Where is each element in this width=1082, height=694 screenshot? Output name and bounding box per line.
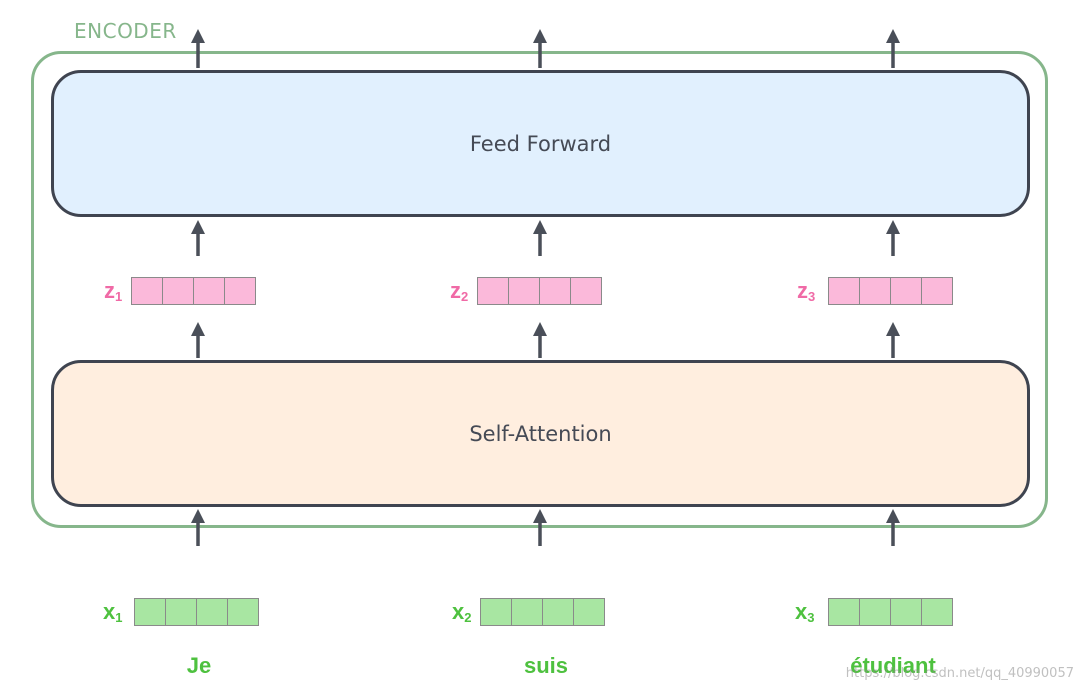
vector-cell [890, 598, 922, 626]
vector-cell [890, 277, 922, 305]
x2-vector [480, 598, 605, 626]
vector-cell [859, 277, 891, 305]
vector-cell [921, 598, 953, 626]
x3-label: x3 [795, 599, 815, 626]
vector-cell [193, 277, 225, 305]
vector-cell [542, 598, 574, 626]
vector-cell [162, 277, 194, 305]
vector-cell [480, 598, 512, 626]
input-word-1: Je [186, 653, 212, 678]
vector-cell [921, 277, 953, 305]
vector-cell [134, 598, 166, 626]
vector-cell [131, 277, 163, 305]
vector-cell [828, 277, 860, 305]
vector-cell [165, 598, 197, 626]
vector-cell [227, 598, 259, 626]
vector-cell [859, 598, 891, 626]
input-word-3: étudiant [850, 653, 936, 678]
z3-label: z3 [797, 278, 816, 305]
vector-cell [570, 277, 602, 305]
self-attention-layer: Self-Attention [51, 360, 1030, 507]
vector-cell [539, 277, 571, 305]
vector-cell [573, 598, 605, 626]
vector-cell [196, 598, 228, 626]
watermark: https://blog.csdn.net/qq_40990057 [845, 666, 1074, 681]
vector-cell [477, 277, 509, 305]
encoder-label: ENCODER [74, 19, 177, 43]
z1-label: z1 [104, 278, 123, 305]
self-attention-label: Self-Attention [469, 421, 612, 446]
vector-cell [828, 598, 860, 626]
x1-label: x1 [103, 599, 123, 626]
vector-cell [224, 277, 256, 305]
z1-vector [131, 277, 256, 305]
vector-cell [511, 598, 543, 626]
x1-vector [134, 598, 259, 626]
x2-label: x2 [452, 599, 472, 626]
input-word-2: suis [523, 653, 569, 678]
z2-label: z2 [450, 278, 469, 305]
z2-vector [477, 277, 602, 305]
z3-vector [828, 277, 953, 305]
feed-forward-layer: Feed Forward [51, 70, 1030, 217]
x3-vector [828, 598, 953, 626]
feed-forward-label: Feed Forward [469, 131, 612, 156]
vector-cell [508, 277, 540, 305]
